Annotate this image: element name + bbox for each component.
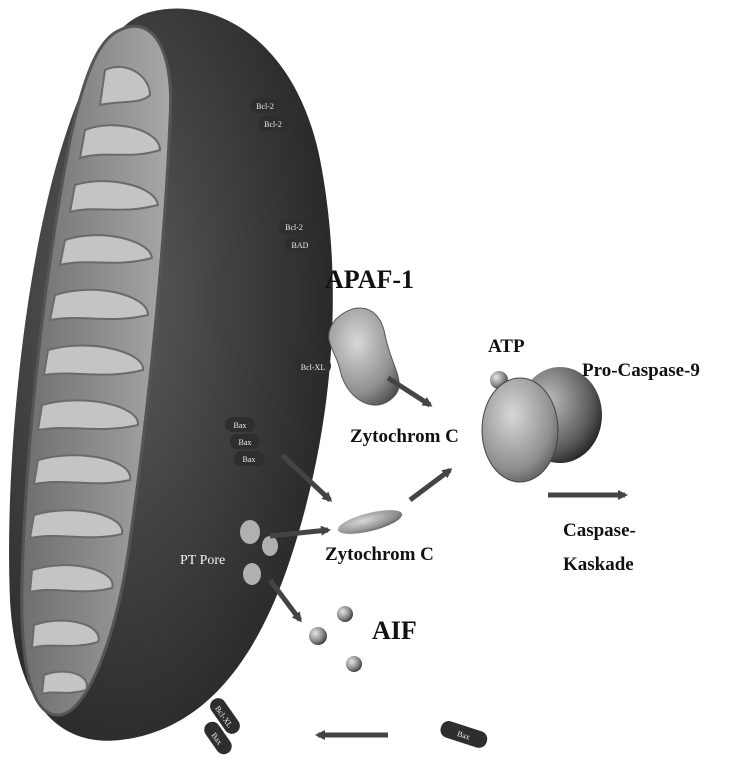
bcl2-label-b: Bcl-2 — [264, 120, 282, 129]
caspase-kaskade-line2: Kaskade — [563, 554, 634, 576]
bcl2-protein-c: Bcl-2 — [279, 219, 309, 234]
bax-label-3: Bax — [243, 455, 256, 464]
caspase-kaskade-line1: Caspase- — [563, 520, 636, 542]
bcl2-protein-b: Bcl-2 — [258, 116, 288, 131]
bax-protein-3: Bax — [234, 451, 264, 466]
aif-spheres — [309, 606, 362, 672]
apaf1-molecule — [329, 308, 399, 405]
zytochrom-c-upper-label: Zytochrom C — [350, 426, 459, 448]
bad-protein: BAD — [285, 237, 315, 252]
arrow-zytochrom-to-cluster — [410, 470, 450, 500]
zytochrom-c-molecule — [336, 505, 404, 538]
bcl2-label-a: Bcl-2 — [256, 102, 274, 111]
bclxl-membrane-protein: Bcl-XL — [295, 358, 331, 374]
aif-label: AIF — [372, 616, 417, 646]
bax-protein-1: Bax — [225, 417, 255, 432]
bcl2-protein-a: Bcl-2 — [250, 98, 280, 113]
bax-protein-2: Bax — [230, 434, 260, 449]
pro-caspase-9-label: Pro-Caspase-9 — [582, 360, 700, 382]
bax-free-protein: Bax — [438, 719, 489, 750]
bax-label-2: Bax — [239, 438, 252, 447]
atp-label: ATP — [488, 336, 525, 358]
pt-pore-label: PT Pore — [180, 553, 225, 569]
bclxl-membrane-label: Bcl-XL — [301, 363, 326, 372]
bax-label-1: Bax — [234, 421, 247, 430]
bad-label: BAD — [292, 241, 309, 250]
zytochrom-c-lower-label: Zytochrom C — [325, 544, 434, 566]
bcl2-label-c: Bcl-2 — [285, 223, 303, 232]
apaf1-label: APAF-1 — [325, 265, 414, 295]
